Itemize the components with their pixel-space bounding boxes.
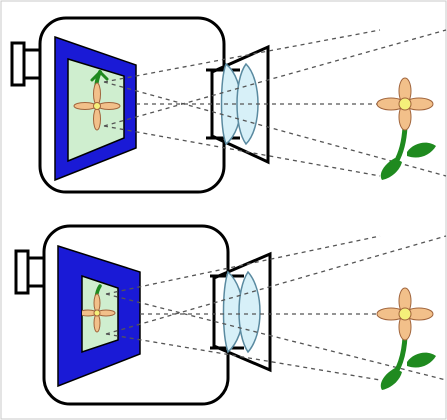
- panel-top: [10, 16, 447, 194]
- light-rays: [103, 29, 447, 177]
- light-rays: [105, 235, 447, 381]
- film-reel-icon: [14, 249, 48, 295]
- flower-image-inverted: [82, 284, 116, 333]
- film-reel-icon: [10, 41, 44, 87]
- flower-image-inverted: [73, 70, 121, 131]
- panel-bottom: [14, 224, 447, 406]
- flower-icon: [376, 287, 436, 390]
- flower-icon: [376, 77, 436, 180]
